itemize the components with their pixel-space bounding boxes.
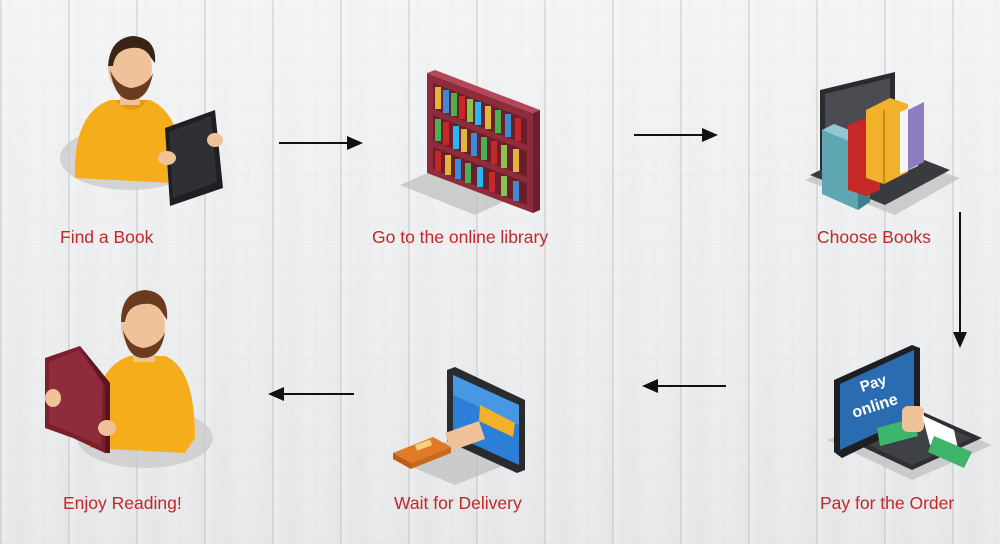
step-label: Wait for Delivery (394, 493, 522, 513)
arrow-left-icon (642, 379, 726, 393)
arrow-right-icon (279, 136, 363, 150)
tablet-delivery-illustration (393, 367, 525, 485)
step-label: Enjoy Reading! (63, 493, 182, 513)
arrow-left-icon (268, 387, 354, 401)
step-label: Go to the online library (372, 227, 549, 247)
arrow-down-icon (953, 212, 967, 348)
step-label: Choose Books (817, 227, 931, 247)
arrow-right-icon (634, 128, 718, 142)
bookshelf-illustration (400, 70, 540, 215)
step-label: Pay for the Order (820, 493, 955, 513)
step-label: Find a Book (60, 227, 154, 247)
man-with-tablet-illustration (60, 36, 223, 206)
laptop-with-books-illustration (805, 72, 960, 215)
laptop-pay-online-illustration: Pay online (827, 345, 992, 480)
man-reading-book-illustration (45, 290, 213, 468)
